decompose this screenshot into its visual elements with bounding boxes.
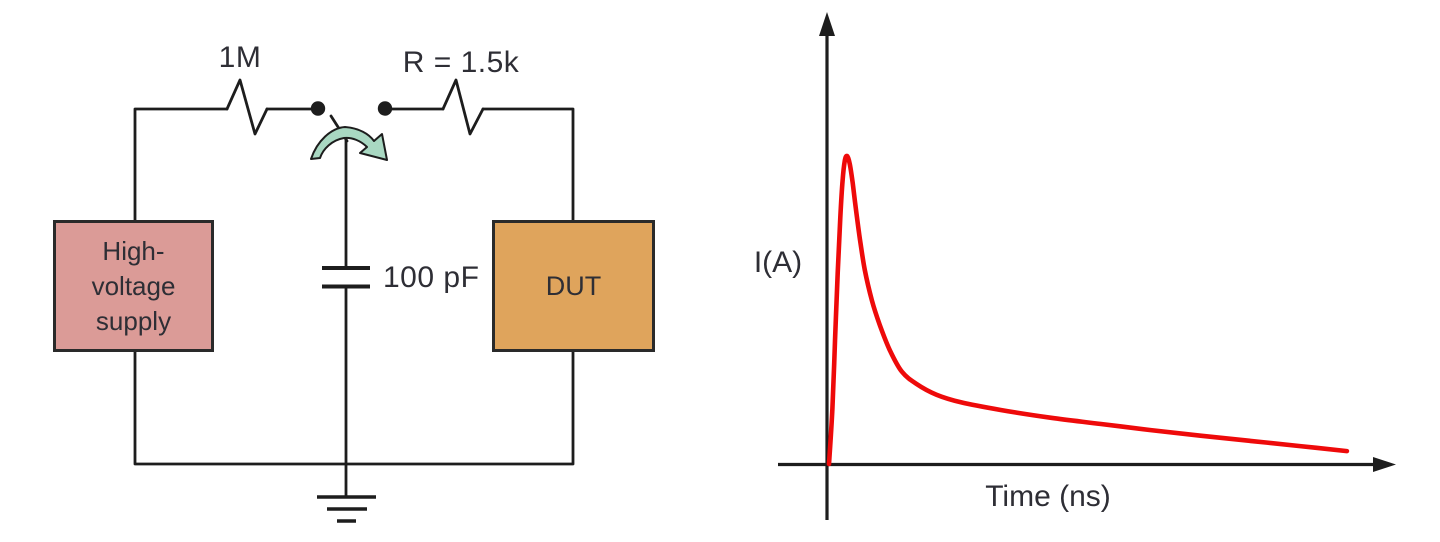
hv-supply-box: High- voltage supply <box>53 220 214 352</box>
switch-contact-dot-left <box>310 101 326 116</box>
hv-supply-label-line1: High- <box>102 235 165 266</box>
x-axis-label: Time (ns) <box>985 480 1111 513</box>
switch-throw-arrow-icon <box>310 126 388 161</box>
ground-icon <box>317 495 376 523</box>
capacitor-label: 100 pF <box>383 261 480 294</box>
dut-box: DUT <box>492 220 655 352</box>
hv-supply-label-line3: supply <box>95 305 172 336</box>
current-curve <box>826 153 1350 467</box>
wire-bottom <box>133 350 575 466</box>
resistor-2-label: R = 1.5k <box>402 46 520 79</box>
discharge-current-graph <box>778 12 1396 520</box>
switch-contact-dot-right <box>377 101 393 116</box>
resistor-1 <box>225 78 269 136</box>
y-axis-label: I(A) <box>753 246 803 279</box>
hv-supply-label-line2: voltage <box>91 270 176 301</box>
x-axis-arrow-icon <box>1373 457 1396 472</box>
dut-label: DUT <box>545 270 602 301</box>
wire-top-right <box>481 107 575 222</box>
resistor-1-label: 1M <box>218 41 262 74</box>
circuit-diagram <box>133 78 575 523</box>
resistor-2 <box>441 78 485 136</box>
y-axis-arrow-icon <box>819 12 835 36</box>
wire-top-left <box>133 107 229 222</box>
